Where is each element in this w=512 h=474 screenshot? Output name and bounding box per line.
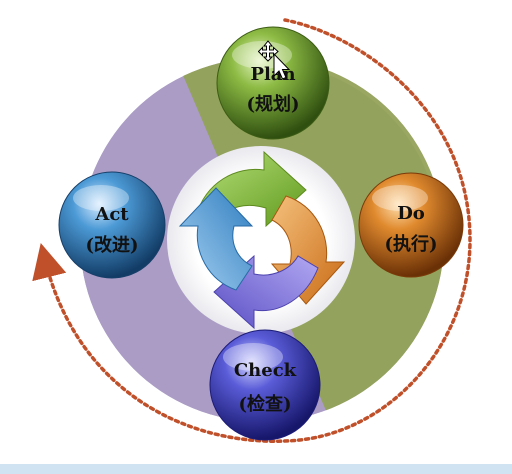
node-check[interactable]: Check (检查): [209, 329, 321, 441]
check-label-zh: (检查): [238, 393, 291, 415]
cycle-dashed-arrow: [32, 18, 472, 443]
bottom-strip: [0, 464, 512, 474]
cycle-arrows-icon: [178, 150, 346, 330]
check-label-en: Check: [234, 360, 297, 381]
plan-label-zh: (规划): [246, 93, 299, 115]
do-label-en: Do: [397, 203, 425, 224]
node-act[interactable]: Act (改进): [58, 171, 166, 279]
blue-arrow-icon: [178, 187, 254, 291]
do-label-zh: (执行): [384, 233, 437, 255]
act-label-en: Act: [94, 204, 129, 225]
move-cursor-icon: [258, 40, 291, 80]
node-do[interactable]: Do (执行): [358, 172, 464, 278]
act-label-zh: (改进): [85, 234, 138, 256]
